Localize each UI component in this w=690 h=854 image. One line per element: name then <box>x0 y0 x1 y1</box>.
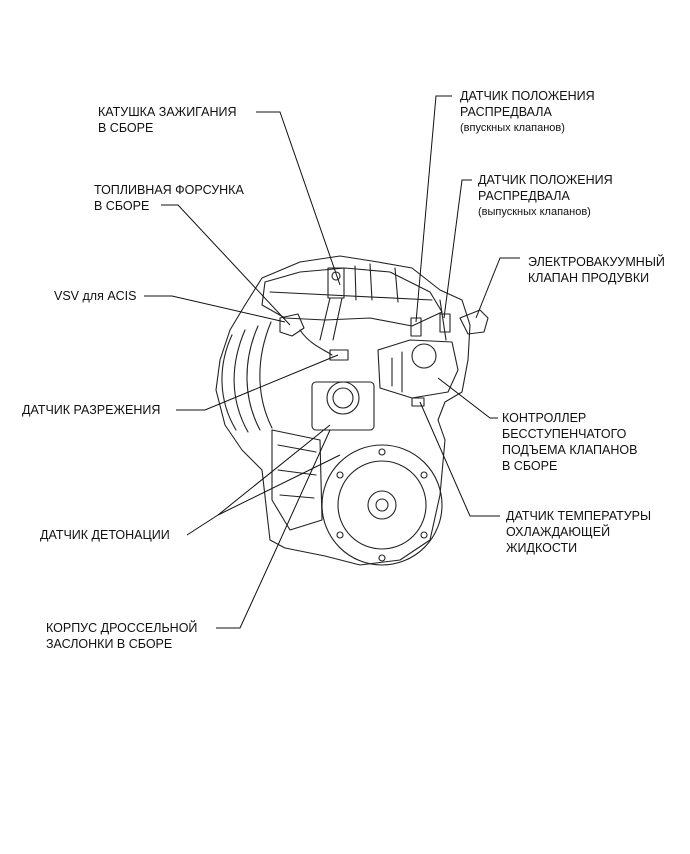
leader-knock-sensor-2 <box>217 454 341 516</box>
label-intake-cam-sensor: ДАТЧИК ПОЛОЖЕНИЯ РАСПРЕДВАЛА (впускных к… <box>460 89 595 134</box>
leader-fuel-injector <box>161 204 291 326</box>
intake-runner <box>259 321 273 429</box>
leader-vsv-acis <box>144 295 286 323</box>
intake-runner <box>233 329 249 433</box>
hose <box>439 299 447 341</box>
label-coolant-temp-sensor: ДАТЧИК ТЕМПЕРАТУРЫ ОХЛАЖДАЮЩЕЙ ЖИДКОСТИ <box>506 509 652 555</box>
label-vacuum-sensor: ДАТЧИК РАЗРЕЖЕНИЯ <box>22 403 161 417</box>
label-purge-vsv: ЭЛЕКТРОВАКУУМНЫЙ КЛАПАН ПРОДУВКИ <box>528 255 665 285</box>
acis-vsv <box>279 313 305 337</box>
ignition-coil <box>327 267 345 299</box>
intake-runner <box>221 334 237 431</box>
label-knock-sensor: ДАТЧИК ДЕТОНАЦИИ <box>40 528 170 542</box>
label-throttle-body: КОРПУС ДРОССЕЛЬНОЙ ЗАСЛОНКИ В СБОРЕ <box>46 621 198 651</box>
label-exhaust-cam-sensor: ДАТЧИК ПОЛОЖЕНИЯ РАСПРЕДВАЛА (выпускных … <box>478 173 613 218</box>
exhaust-cam-sensor <box>439 313 451 333</box>
label-valvematic-controller: КОНТРОЛЛЕР БЕССТУПЕНЧАТОГО ПОДЪЕМА КЛАПА… <box>502 411 638 473</box>
bell-housing-inner <box>337 460 427 550</box>
hose <box>299 329 333 356</box>
leader-coolant-temp <box>419 401 500 517</box>
label-ignition-coil: КАТУШКА ЗАЖИГАНИЯ В СБОРЕ <box>98 105 237 135</box>
valvematic-controller <box>377 339 459 399</box>
flywheel-hub <box>367 490 397 520</box>
hose <box>369 263 373 301</box>
leader-exhaust-cam <box>443 179 472 319</box>
leader-ignition-coil <box>256 111 341 286</box>
label-vsv-acis: VSV для ACIS <box>54 289 137 303</box>
intake-runner <box>246 325 261 431</box>
leader-vacuum-sensor <box>176 354 339 411</box>
leader-throttle-body <box>216 429 331 629</box>
throttle-body <box>311 381 375 431</box>
engine-outline <box>215 255 471 566</box>
leader-knock-sensor <box>186 424 331 536</box>
leader-intake-cam <box>415 95 452 323</box>
vacuum-sensor <box>329 349 349 361</box>
leader-purge-vsv <box>475 257 520 319</box>
cylinder-head <box>261 267 443 327</box>
purge-vsv <box>459 309 489 335</box>
bell-housing-outer <box>321 444 443 566</box>
leader-valvematic <box>437 377 498 419</box>
label-fuel-injector: ТОПЛИВНАЯ ФОРСУНКА В СБОРЕ <box>94 183 244 213</box>
coolant-temp-sensor <box>411 397 425 407</box>
throttle-bore <box>326 381 360 415</box>
